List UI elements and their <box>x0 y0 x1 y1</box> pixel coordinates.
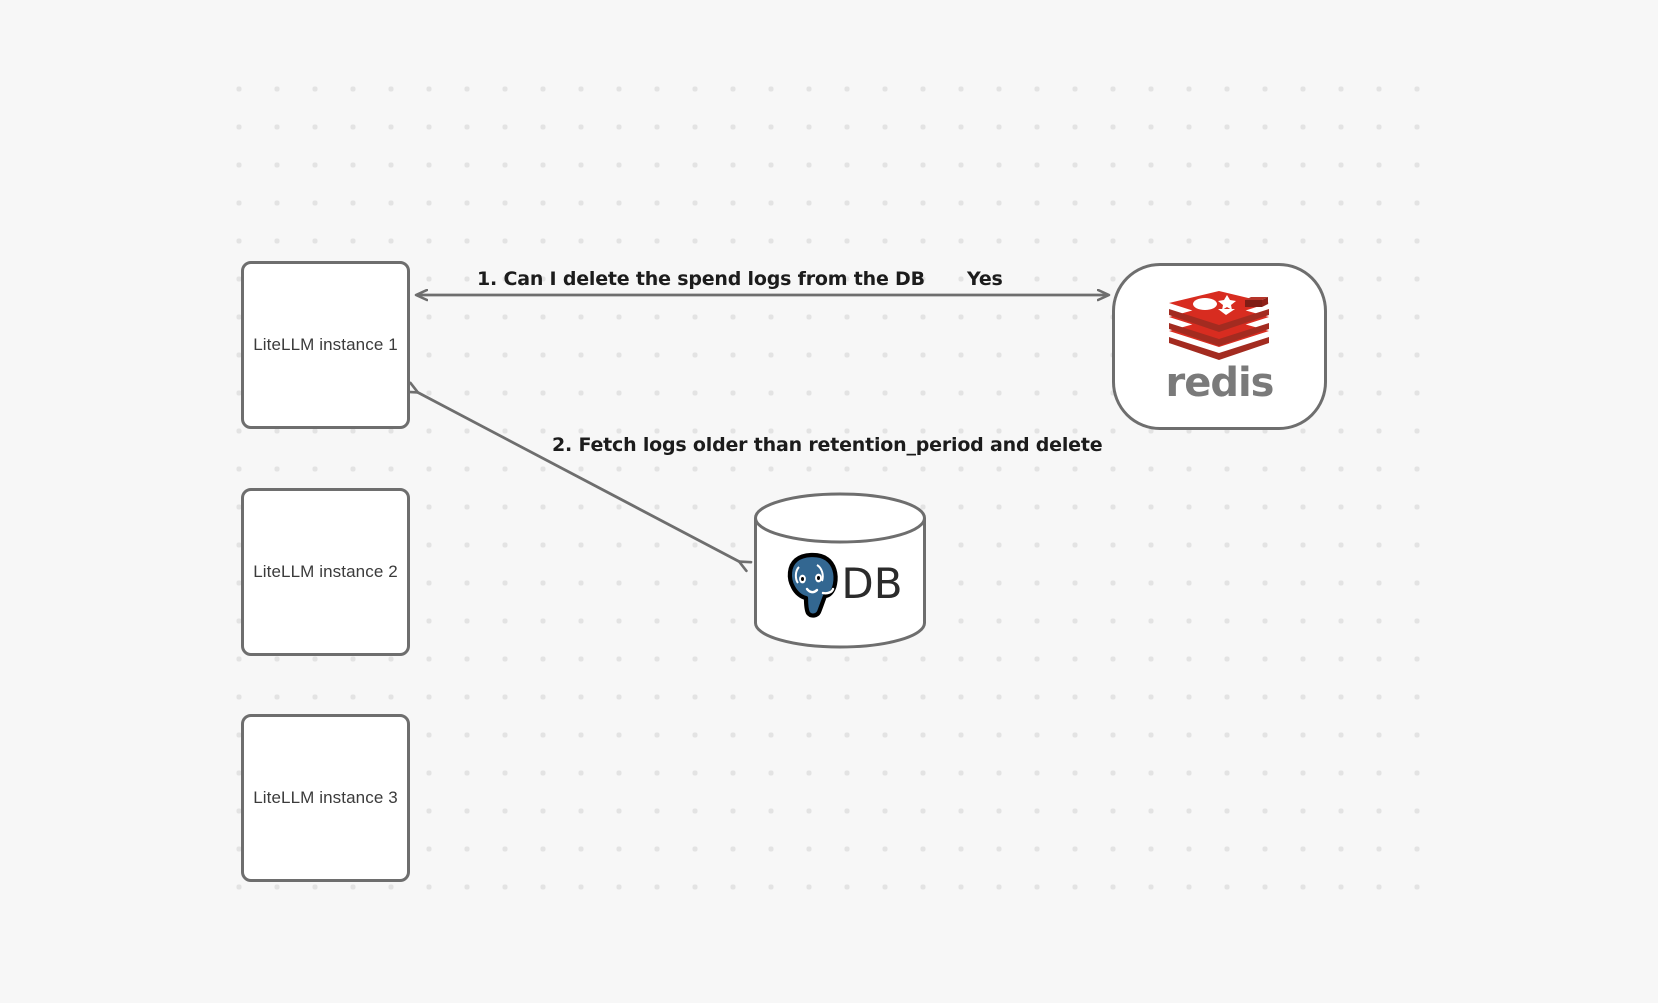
redis-wordmark: redis <box>1165 359 1274 406</box>
node-label-litellm-instance-3: LiteLLM instance 3 <box>253 788 398 807</box>
edge-label-step-2: 2. Fetch logs older than retention_perio… <box>552 434 1103 456</box>
db-logo-row: DB <box>753 544 927 624</box>
node-litellm-instance-2[interactable]: LiteLLM instance 2 <box>241 488 410 656</box>
redis-stack-icon <box>1169 290 1270 360</box>
redis-logo: redis <box>1165 290 1275 406</box>
node-litellm-instance-1[interactable]: LiteLLM instance 1 <box>241 261 410 429</box>
node-label-litellm-instance-2: LiteLLM instance 2 <box>253 562 398 581</box>
edge-db-llm1 <box>417 392 740 562</box>
edge-label-step-1: 1. Can I delete the spend logs from the … <box>477 268 925 290</box>
edge-label-yes: Yes <box>967 268 1003 290</box>
cylinder-shape <box>754 492 926 649</box>
db-label: DB <box>841 559 903 608</box>
node-label-litellm-instance-1: LiteLLM instance 1 <box>253 335 398 354</box>
node-redis[interactable]: redis <box>1112 263 1327 430</box>
node-litellm-instance-3[interactable]: LiteLLM instance 3 <box>241 714 410 882</box>
postgresql-elephant-icon <box>788 552 839 618</box>
node-database[interactable]: DB <box>753 492 927 649</box>
